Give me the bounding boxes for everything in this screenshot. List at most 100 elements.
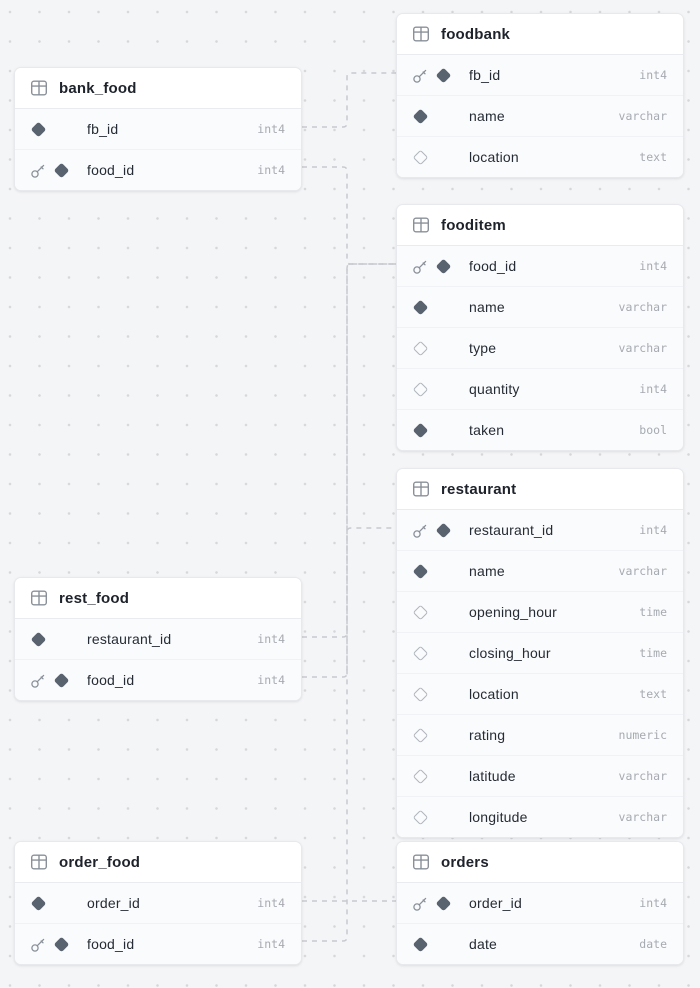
column-type: int4	[639, 68, 667, 82]
column-row[interactable]: name varchar	[397, 550, 683, 591]
column-row[interactable]: rating numeric	[397, 714, 683, 755]
column-icon-slot-1	[29, 630, 47, 648]
column-row[interactable]: location text	[397, 136, 683, 177]
column-type: time	[639, 605, 667, 619]
column-icon-slot-2	[434, 767, 452, 785]
column-icon-slot-1	[411, 603, 429, 621]
relationship-line-bank_food-fb_id[interactable]	[302, 72, 396, 128]
table-header[interactable]: orders	[397, 842, 683, 883]
column-icon-slot-1	[29, 161, 47, 179]
column-type: int4	[257, 937, 285, 951]
outline-diamond-icon	[412, 727, 428, 743]
relationship-line-order_food-food_id[interactable]	[302, 263, 396, 942]
table-header[interactable]: fooditem	[397, 205, 683, 246]
column-icon-slot-2	[52, 120, 70, 138]
column-name: type	[469, 340, 497, 356]
column-icon-slot-1	[411, 421, 429, 439]
column-icon-slot-2	[434, 685, 452, 703]
table-grid-icon	[29, 588, 49, 608]
table-header[interactable]: restaurant	[397, 469, 683, 510]
column-row[interactable]: longitude varchar	[397, 796, 683, 837]
table-header[interactable]: rest_food	[15, 578, 301, 619]
key-icon	[412, 524, 426, 538]
column-type: numeric	[618, 728, 667, 742]
column-type: varchar	[618, 300, 667, 314]
key-icon	[412, 260, 426, 274]
column-type: varchar	[618, 769, 667, 783]
column-icon-slot-1	[411, 767, 429, 785]
column-name: name	[469, 299, 505, 315]
column-row[interactable]: fb_id int4	[397, 55, 683, 95]
column-row[interactable]: latitude varchar	[397, 755, 683, 796]
table-rows: fb_id int4 food_id int4	[15, 109, 301, 190]
outline-diamond-icon	[412, 340, 428, 356]
column-icon-slot-1	[411, 298, 429, 316]
table-card-order_food[interactable]: order_food order_id int4 food_id int4	[14, 841, 302, 965]
column-type: int4	[639, 382, 667, 396]
column-row[interactable]: fb_id int4	[15, 109, 301, 149]
table-header[interactable]: bank_food	[15, 68, 301, 109]
column-name: location	[469, 686, 519, 702]
column-row[interactable]: restaurant_id int4	[15, 619, 301, 659]
column-icon-slot-1	[411, 66, 429, 84]
column-row[interactable]: location text	[397, 673, 683, 714]
table-card-orders[interactable]: orders order_id int4 date date	[396, 841, 684, 965]
relationship-line-rest_food-restaurant_id[interactable]	[302, 527, 396, 638]
column-row[interactable]: date date	[397, 923, 683, 964]
column-row[interactable]: closing_hour time	[397, 632, 683, 673]
filled-diamond-icon	[412, 299, 428, 315]
table-card-rest_food[interactable]: rest_food restaurant_id int4 food_id int…	[14, 577, 302, 701]
column-type: date	[639, 937, 667, 951]
column-type: bool	[639, 423, 667, 437]
filled-diamond-icon	[435, 522, 451, 538]
filled-diamond-icon	[30, 121, 46, 137]
column-icon-slot-2	[434, 148, 452, 166]
column-icon-slot-2	[434, 808, 452, 826]
column-icon-slot-2	[434, 339, 452, 357]
column-name: closing_hour	[469, 645, 551, 661]
column-row[interactable]: name varchar	[397, 95, 683, 136]
column-icon-slot-2	[434, 562, 452, 580]
column-name: food_id	[469, 258, 517, 274]
column-row[interactable]: opening_hour time	[397, 591, 683, 632]
column-name: order_id	[469, 895, 522, 911]
column-icon-slot-2	[52, 630, 70, 648]
column-icon-slot-1	[29, 894, 47, 912]
table-grid-icon	[29, 852, 49, 872]
column-name: name	[469, 563, 505, 579]
column-row[interactable]: type varchar	[397, 327, 683, 368]
column-row[interactable]: food_id int4	[15, 149, 301, 190]
column-row[interactable]: taken bool	[397, 409, 683, 450]
column-row[interactable]: order_id int4	[397, 883, 683, 923]
filled-diamond-icon	[30, 631, 46, 647]
relationship-line-bank_food-food_id[interactable]	[302, 166, 396, 265]
relationship-line-rest_food-food_id[interactable]	[302, 263, 396, 678]
column-type: int4	[639, 259, 667, 273]
table-header[interactable]: foodbank	[397, 14, 683, 55]
column-row[interactable]: food_id int4	[15, 659, 301, 700]
column-row[interactable]: name varchar	[397, 286, 683, 327]
column-row[interactable]: food_id int4	[397, 246, 683, 286]
table-card-restaurant[interactable]: restaurant restaurant_id int4 name varch…	[396, 468, 684, 838]
column-icon-slot-1	[411, 339, 429, 357]
table-card-foodbank[interactable]: foodbank fb_id int4 name varchar locatio…	[396, 13, 684, 178]
column-icon-slot-1	[411, 562, 429, 580]
column-row[interactable]: restaurant_id int4	[397, 510, 683, 550]
table-rows: fb_id int4 name varchar location text	[397, 55, 683, 177]
table-grid-icon	[411, 852, 431, 872]
column-icon-slot-2	[434, 421, 452, 439]
column-row[interactable]: order_id int4	[15, 883, 301, 923]
column-name: rating	[469, 727, 506, 743]
table-header[interactable]: order_food	[15, 842, 301, 883]
column-row[interactable]: food_id int4	[15, 923, 301, 964]
column-row[interactable]: quantity int4	[397, 368, 683, 409]
column-type: int4	[257, 673, 285, 687]
column-icon-slot-1	[29, 935, 47, 953]
column-name: order_id	[87, 895, 140, 911]
table-card-bank_food[interactable]: bank_food fb_id int4 food_id int4	[14, 67, 302, 191]
table-rows: order_id int4 date date	[397, 883, 683, 964]
outline-diamond-icon	[412, 645, 428, 661]
table-card-fooditem[interactable]: fooditem food_id int4 name varchar type …	[396, 204, 684, 451]
